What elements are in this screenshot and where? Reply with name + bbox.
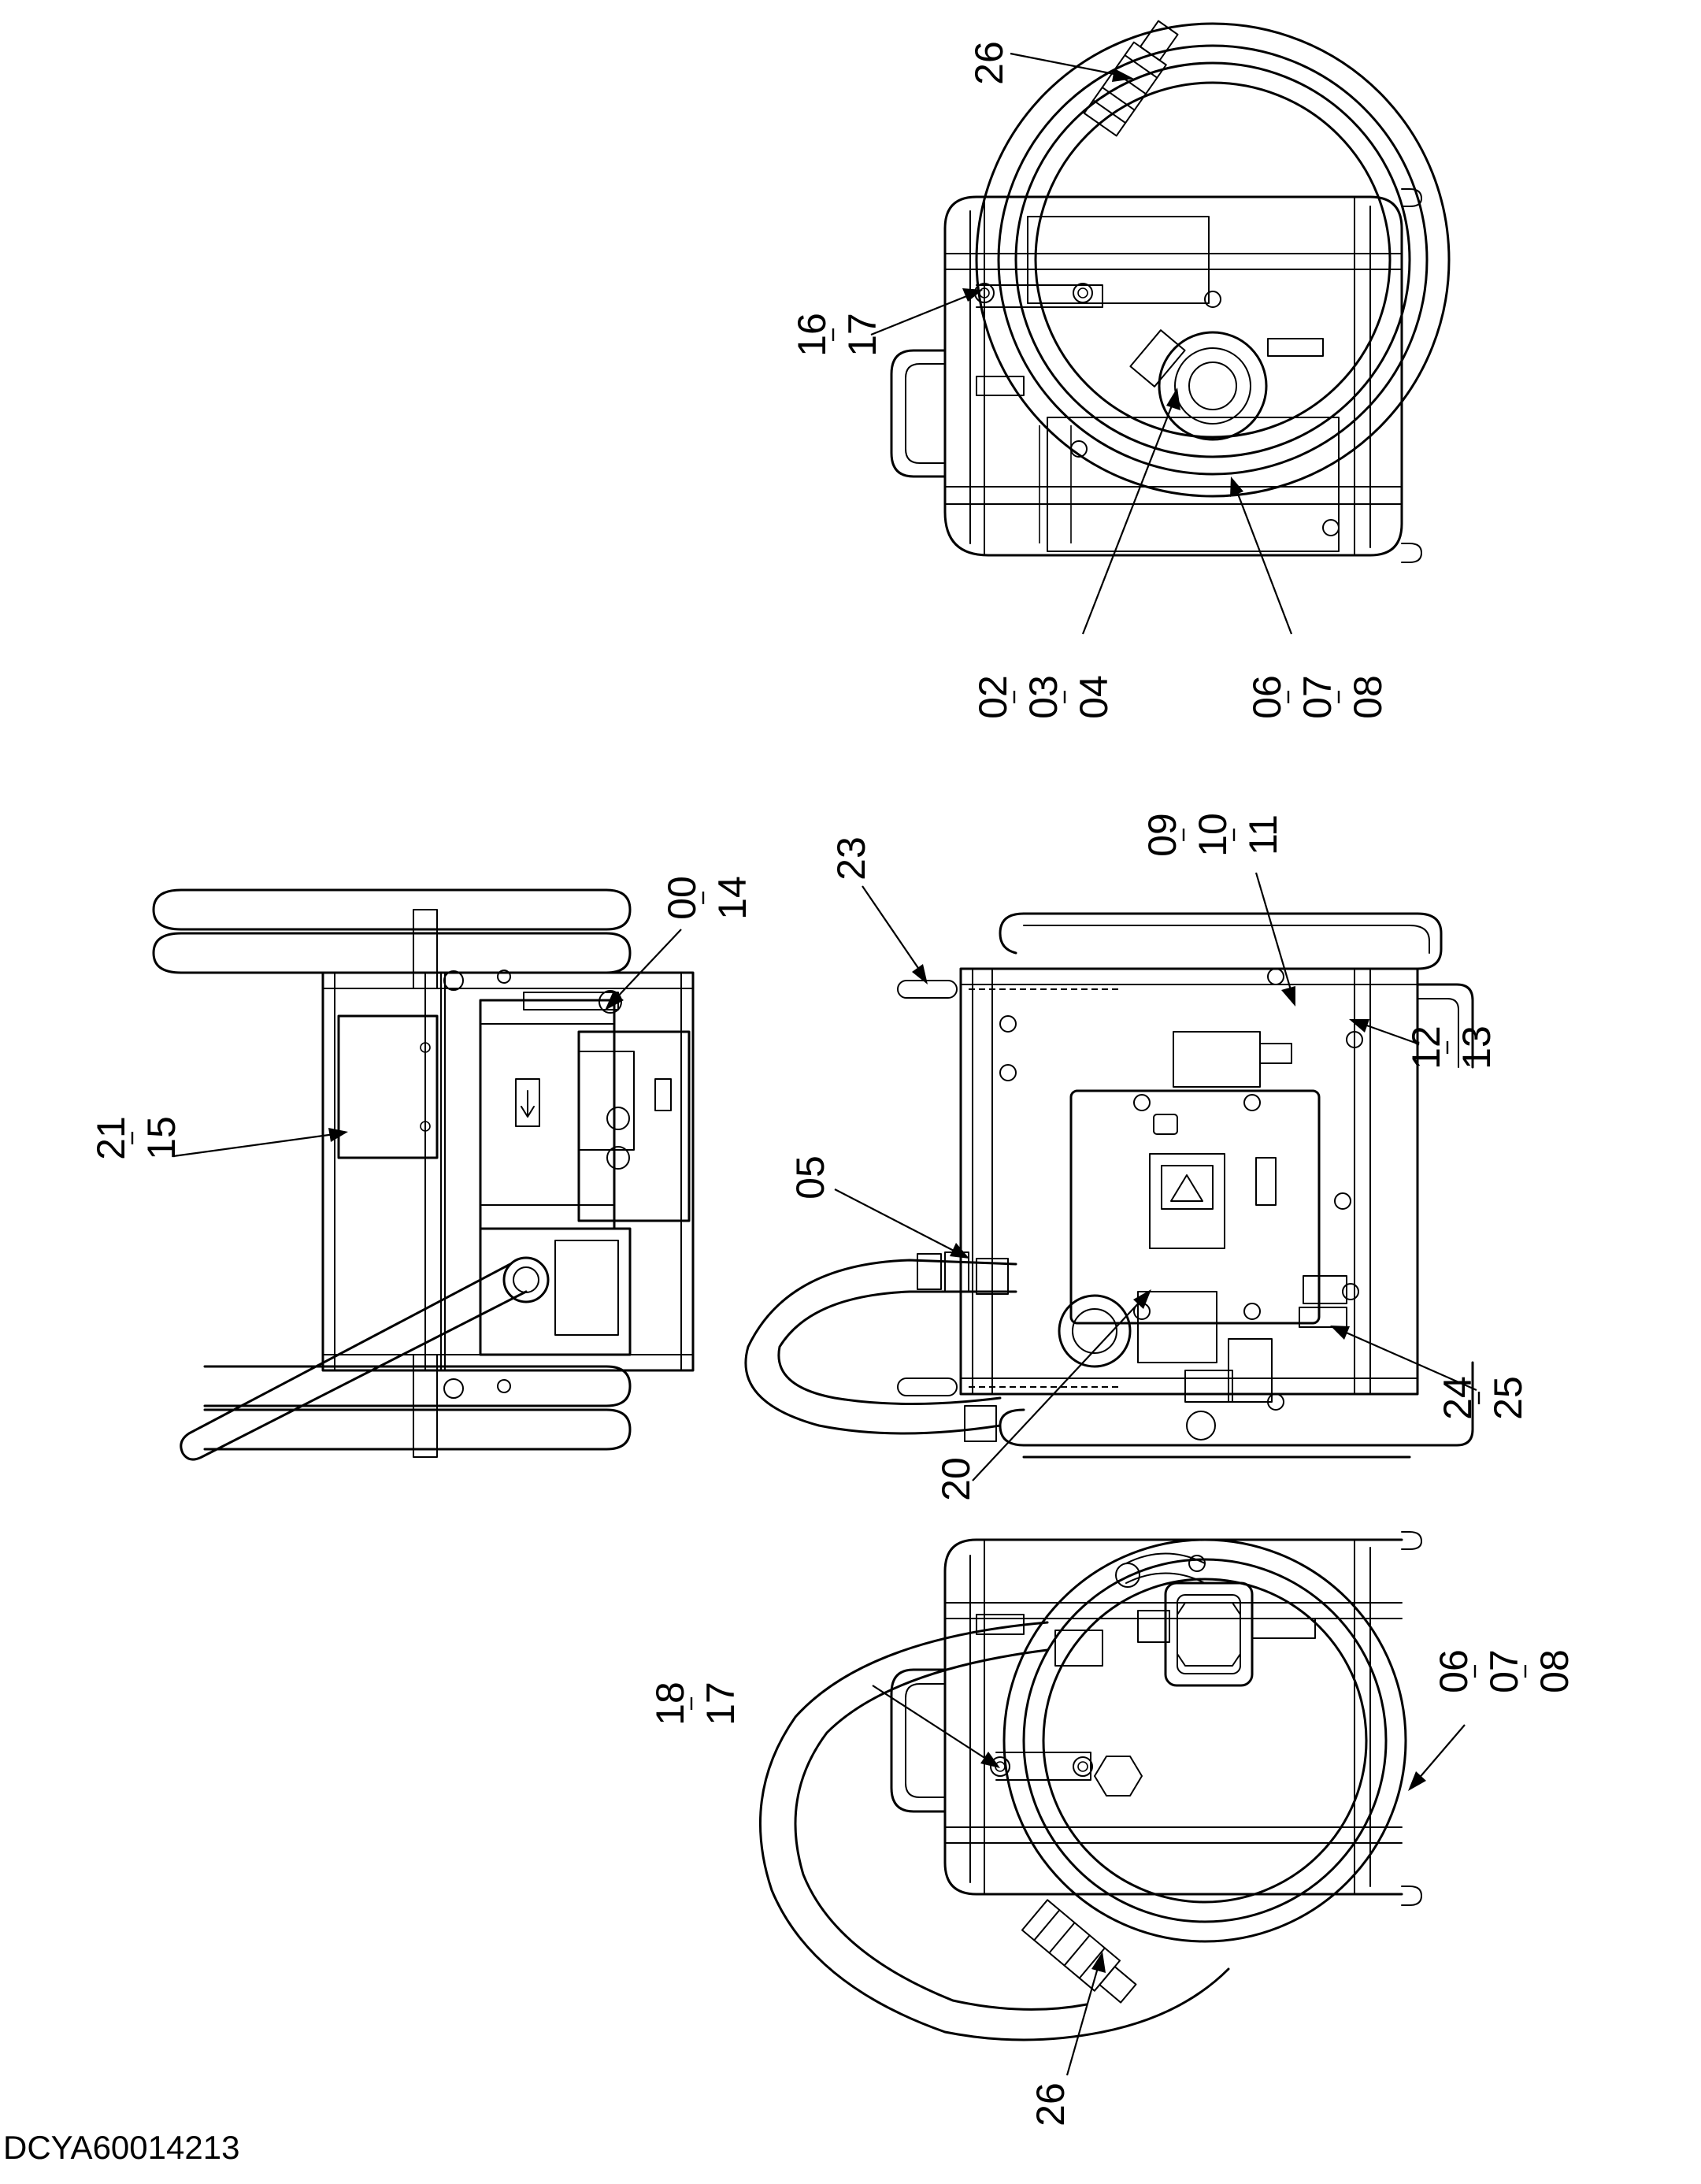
part-number: 06 — [1245, 675, 1289, 719]
part-number: 14 — [710, 876, 754, 920]
part-number: 24 — [1436, 1376, 1480, 1420]
callout-21-15: 21 15 — [89, 1116, 183, 1160]
part-number: 11 — [1241, 814, 1285, 855]
part-number: 05 — [788, 1155, 832, 1200]
part-number: 25 — [1486, 1376, 1530, 1420]
part-number: 16 — [790, 313, 834, 357]
part-number: 26 — [1028, 2082, 1073, 2127]
part-number: 08 — [1346, 675, 1390, 719]
callout-18-17: 18 17 — [648, 1682, 743, 1726]
part-number: 03 — [1021, 675, 1065, 719]
callout-24-25: 24 25 — [1436, 1376, 1530, 1420]
callout-05: 05 — [788, 1155, 832, 1200]
callout-26-bottom: 26 — [1028, 2082, 1073, 2127]
part-number: 23 — [829, 836, 873, 881]
part-number: 12 — [1404, 1025, 1448, 1070]
view-front-bottom — [758, 1531, 1422, 2041]
callout-20: 20 — [934, 1457, 978, 1501]
part-number: 07 — [1482, 1649, 1526, 1693]
part-number: 15 — [139, 1116, 183, 1160]
callout-23: 23 — [829, 836, 873, 881]
callout-02-03-04: 02 03 04 — [971, 675, 1116, 719]
part-number: 06 — [1432, 1649, 1476, 1693]
part-number: 21 — [89, 1116, 133, 1160]
view-side-left — [152, 888, 695, 1461]
callout-06-07-08-top: 06 07 08 — [1245, 675, 1390, 719]
part-number: 20 — [934, 1457, 978, 1501]
view-front-center — [744, 912, 1474, 1459]
leader-lines — [172, 52, 1477, 2076]
part-number: 04 — [1072, 675, 1116, 719]
part-number: 13 — [1455, 1025, 1499, 1070]
callout-00-14: 00 14 — [660, 876, 754, 920]
part-number: 17 — [699, 1682, 743, 1726]
part-number: 10 — [1191, 813, 1235, 857]
part-number: 00 — [660, 876, 704, 920]
part-number: 26 — [967, 41, 1011, 85]
part-number: 07 — [1295, 675, 1340, 719]
callout-16-17: 16 17 — [790, 313, 884, 357]
callout-09-10-11: 09 10 11 — [1140, 813, 1285, 857]
view-rear-top — [890, 20, 1451, 563]
part-number: 18 — [648, 1682, 692, 1726]
callout-26-top: 26 — [967, 41, 1011, 85]
part-number: 08 — [1532, 1649, 1577, 1693]
callout-12-13: 12 13 — [1404, 1025, 1499, 1070]
drawing-code: DCYA60014213 — [3, 2129, 240, 2166]
part-number: 17 — [840, 313, 884, 357]
callout-06-07-08-bottom: 06 07 08 — [1432, 1649, 1577, 1693]
part-number: 09 — [1140, 813, 1184, 857]
part-number: 02 — [971, 675, 1015, 719]
